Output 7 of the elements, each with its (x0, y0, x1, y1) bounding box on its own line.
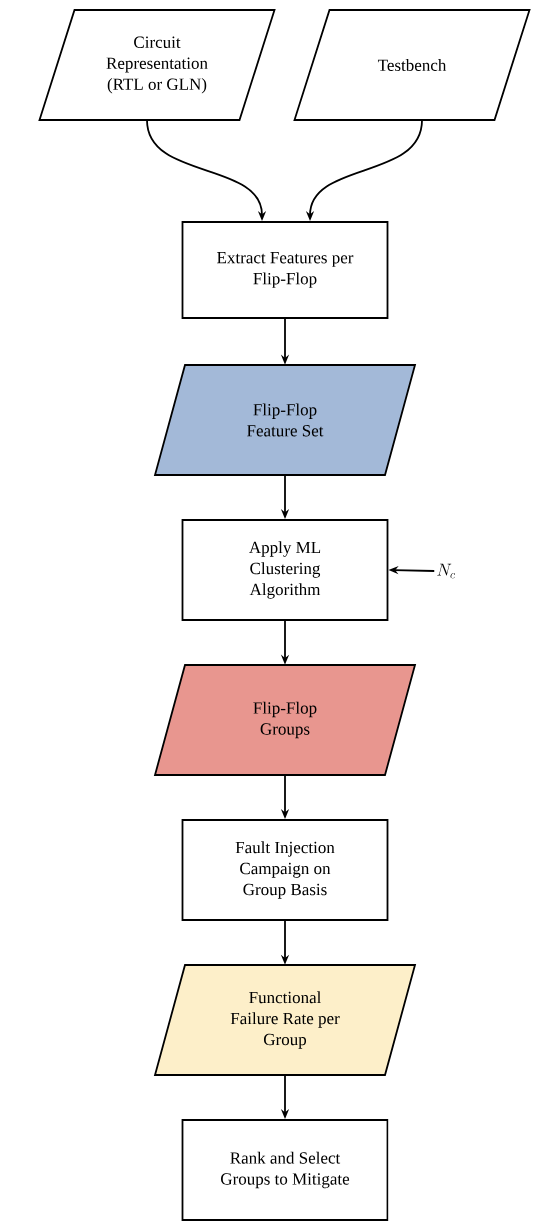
data-parallelogram: Circuit Representation (RTL or GLN) (38, 9, 276, 121)
process-box: Extract Features per Flip-Flop (181, 221, 389, 319)
process-box: Fault Injection Campaign on Group Basis (181, 819, 389, 921)
data-parallelogram: Testbench (293, 9, 531, 121)
process-box: Apply ML Clustering Algorithm (181, 519, 389, 621)
process-box: Rank and Select Groups to Mitigate (181, 1119, 389, 1221)
input-label: $N_c$ (437, 563, 455, 579)
